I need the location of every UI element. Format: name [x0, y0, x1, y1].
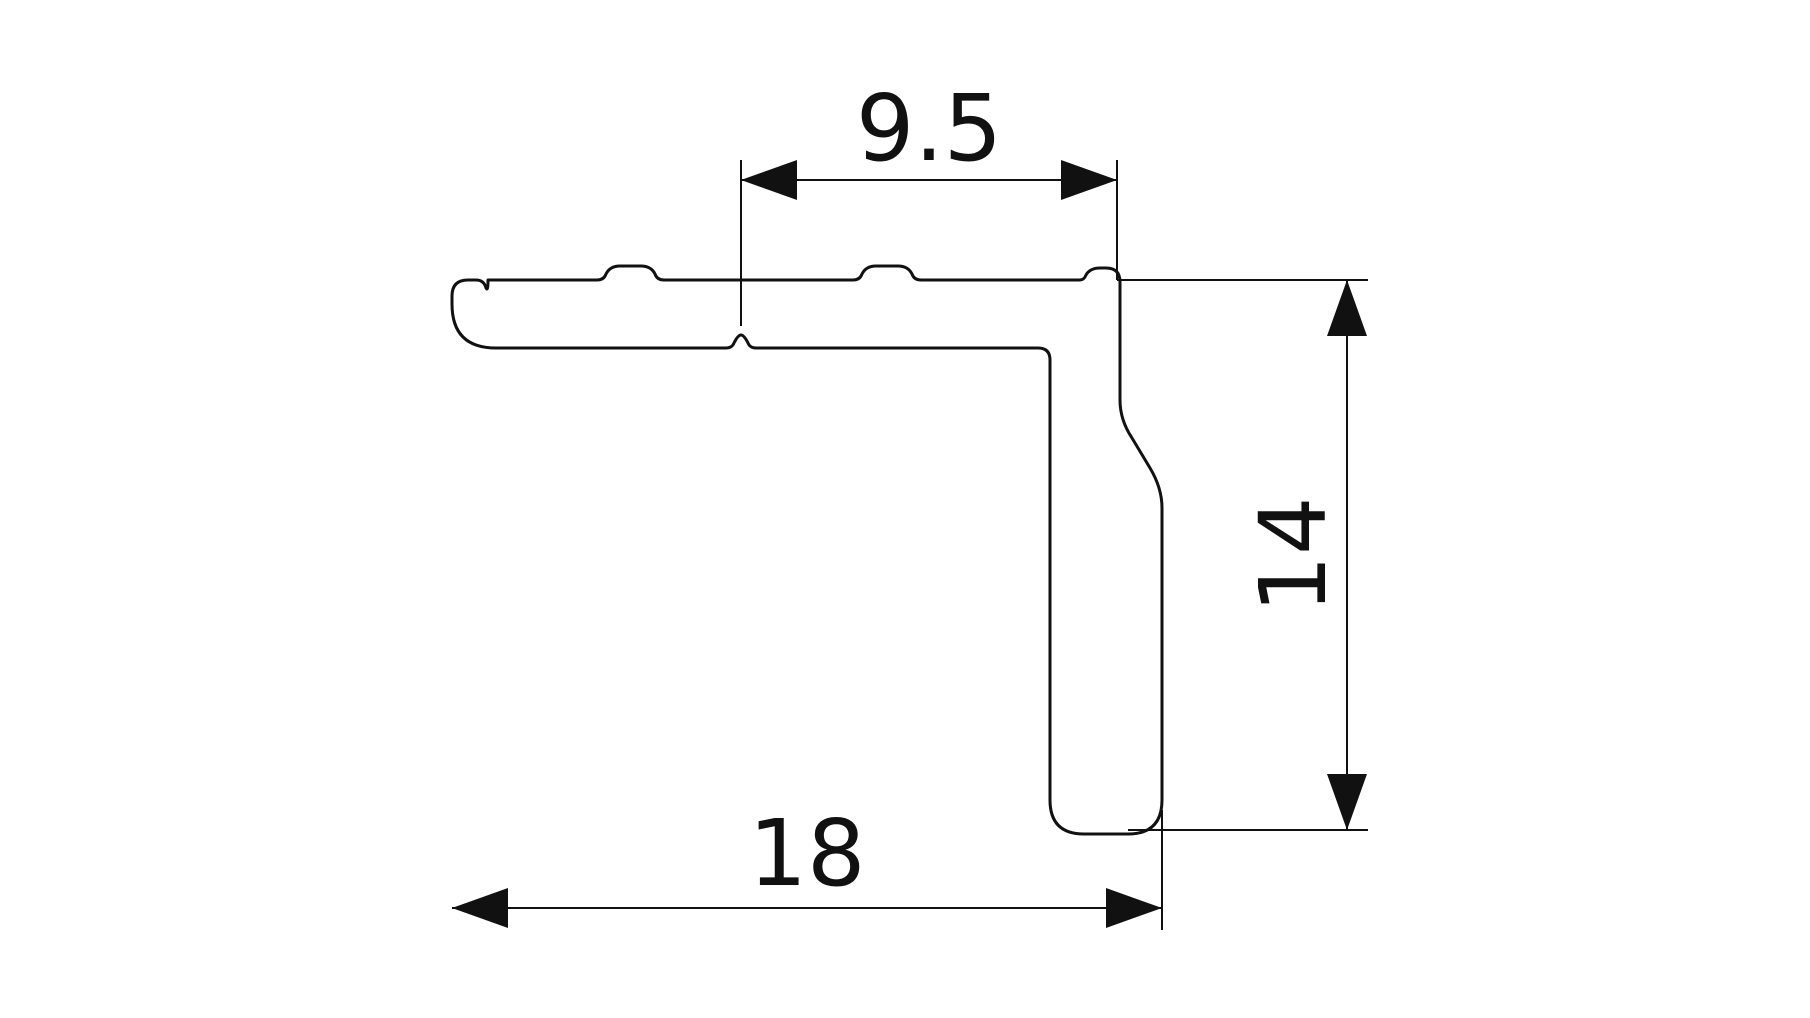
dimension-label-top-width: 9.5 — [856, 75, 1002, 182]
dimension-label-overall-width: 18 — [748, 800, 865, 907]
dimension-label-height: 14 — [1240, 496, 1347, 613]
profile-outline — [450, 264, 1164, 836]
